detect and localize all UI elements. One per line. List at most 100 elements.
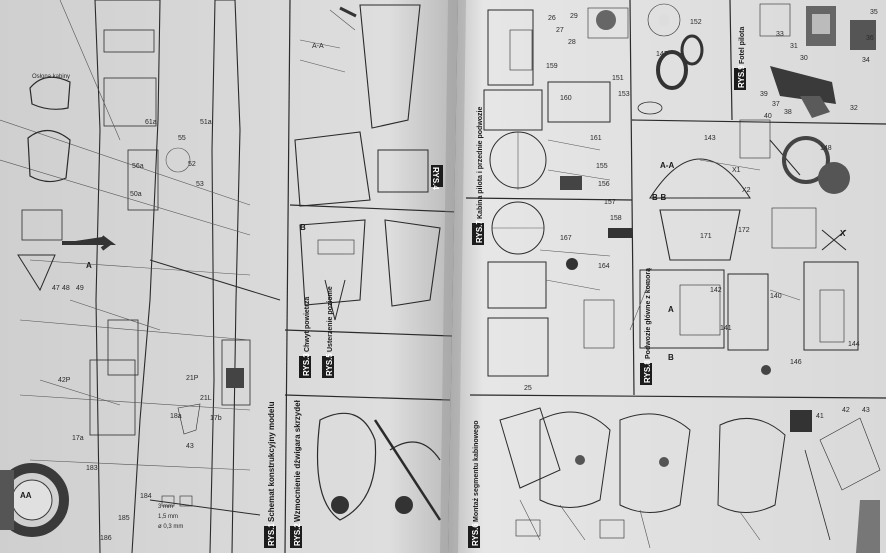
label-42p: 42P xyxy=(58,377,71,384)
label-r-x1: X1 xyxy=(732,167,741,174)
tag-rys6-label: RYS.6 xyxy=(471,523,480,546)
label-r-172: 172 xyxy=(738,227,750,234)
tag-rys5: RYS.5 Usterzenie poziome xyxy=(322,286,334,378)
tag-rys1-label: RYS.1 xyxy=(267,523,276,546)
label-1-5mm: 1,5 mm xyxy=(158,514,178,520)
label-r-26: 26 xyxy=(548,15,556,22)
label-17a: 17a xyxy=(72,435,84,442)
label-43: 43 xyxy=(186,443,194,450)
label-0-3mm: ø 0,3 mm xyxy=(158,524,183,530)
label-49: 49 xyxy=(76,285,84,292)
label-r-28: 28 xyxy=(568,39,576,46)
label-r-167: 167 xyxy=(560,235,572,242)
label-21p: 21P xyxy=(186,375,199,382)
label-r-140: 140 xyxy=(770,293,782,300)
label-47: 47 xyxy=(52,285,60,292)
cockpit-drawing xyxy=(483,7,632,377)
label-r-158: 158 xyxy=(610,215,622,222)
label-r-157: 157 xyxy=(604,199,616,206)
canopy-sketches xyxy=(17,76,71,292)
label-r-142: 142 xyxy=(710,287,722,294)
right-page-paper xyxy=(448,0,886,553)
small-parts xyxy=(161,403,201,507)
label-r-40: 40 xyxy=(764,113,772,120)
panel-tags-right: RYS.4 RYS.6 Montaż segmentu kabinowego R… xyxy=(431,27,746,548)
label-50a: 50a xyxy=(130,191,142,198)
label-aa: AA xyxy=(20,491,32,500)
label-r-25: 25 xyxy=(524,385,532,392)
label-r-144: 144 xyxy=(848,341,860,348)
tag-rys9-label: RYS.9 xyxy=(737,65,746,88)
label-a: A xyxy=(86,261,92,270)
label-r-39: 39 xyxy=(760,91,768,98)
label-r-36: 36 xyxy=(866,35,874,42)
tag-rys6-caption: Montaż segmentu kabinowego xyxy=(473,420,480,522)
label-oslona-kabiny: Osłona kabiny xyxy=(32,74,70,80)
tag-rys8-caption: Podwozie główne z komorą xyxy=(645,268,652,359)
fuselage-plan-drawing xyxy=(0,0,281,553)
label-52: 52 xyxy=(188,161,196,168)
label-r-a-a: A-A xyxy=(660,161,674,170)
label-r-41: 41 xyxy=(816,413,824,420)
tag-rys3-label: RYS.3 xyxy=(302,353,311,376)
label-61a: 61a xyxy=(145,119,157,126)
tag-rys4: RYS.4 xyxy=(431,165,443,190)
tag-rys6: RYS.6 Montaż segmentu kabinowego xyxy=(468,420,480,548)
left-page: RYS.1 Schemat konstrukcyjny modelu RYS.2… xyxy=(0,0,459,553)
tag-rys1: RYS.1 Schemat konstrukcyjny modelu xyxy=(264,401,276,548)
label-r-155: 155 xyxy=(596,163,608,170)
label-r-151: 151 xyxy=(612,75,624,82)
panel-tags-left: RYS.1 Schemat konstrukcyjny modelu RYS.2… xyxy=(264,286,334,548)
tag-rys9: RYS.9 Fotel pilota xyxy=(734,27,746,90)
label-r-30: 30 xyxy=(800,55,808,62)
left-part-labels: AA A-A 3 mm 1,5 mm ø 0,3 mm 61a 55 51a 5… xyxy=(20,43,324,542)
tag-rys2-caption: Wzmocnienie dźwigara skrzydeł xyxy=(293,399,302,522)
label-r-164: 164 xyxy=(598,263,610,270)
label-r-b: B xyxy=(668,353,674,362)
tag-rys4-label: RYS.4 xyxy=(431,167,440,190)
tag-rys5-caption: Usterzenie poziome xyxy=(327,286,334,352)
tag-rys3: RYS.3 Chwyt powietrza xyxy=(299,297,311,378)
left-page-paper xyxy=(0,0,458,553)
label-r-141: 141 xyxy=(720,325,732,332)
label-r-171: 171 xyxy=(700,233,712,240)
label-r-152: 152 xyxy=(690,19,702,26)
ring-part xyxy=(0,463,69,537)
tag-rys8-label: RYS.8 xyxy=(643,360,652,383)
right-part-labels: A-A B-B A B X X1 X2 155 156 157 158 160 … xyxy=(524,9,878,420)
label-3mm: 3 mm xyxy=(158,504,173,510)
label-r-x2: X2 xyxy=(742,187,751,194)
label-r-32: 32 xyxy=(850,105,858,112)
tag-rys2-label: RYS.2 xyxy=(293,523,302,546)
label-53: 53 xyxy=(196,181,204,188)
label-a-a: A-A xyxy=(312,43,324,50)
label-r-b-b: B-B xyxy=(652,193,666,202)
label-185: 185 xyxy=(118,515,130,522)
label-17b: 17b xyxy=(210,415,222,422)
label-b: B xyxy=(300,223,306,232)
label-r-143: 143 xyxy=(704,135,716,142)
label-r-156: 156 xyxy=(598,181,610,188)
main-gear-drawing xyxy=(629,3,859,375)
label-55: 55 xyxy=(178,135,186,142)
label-21l: 21L xyxy=(200,395,212,402)
label-r-43: 43 xyxy=(862,407,870,414)
tag-rys3-caption: Chwyt powietrza xyxy=(304,297,311,352)
tag-rys7: RYS.7 Kabina pilota i przednie podwozie xyxy=(472,106,484,245)
label-183: 183 xyxy=(86,465,98,472)
label-51a: 51a xyxy=(200,119,212,126)
tag-rys5-label: RYS.5 xyxy=(325,353,334,376)
tag-rys8: RYS.8 Podwozie główne z komorą xyxy=(640,268,652,385)
pilot-seat-drawing xyxy=(759,3,876,118)
cabin-assembly-drawing xyxy=(499,407,881,553)
label-r-31: 31 xyxy=(790,43,798,50)
label-r-38: 38 xyxy=(784,109,792,116)
tag-rys1-caption: Schemat konstrukcyjny modelu xyxy=(267,401,276,522)
label-r-148: 148 xyxy=(820,145,832,152)
label-r-153: 153 xyxy=(618,91,630,98)
label-r-146: 146 xyxy=(790,359,802,366)
tag-rys7-caption: Kabina pilota i przednie podwozie xyxy=(477,106,484,219)
tag-rys9-caption: Fotel pilota xyxy=(739,27,746,64)
label-r-147: 147 xyxy=(656,51,668,58)
